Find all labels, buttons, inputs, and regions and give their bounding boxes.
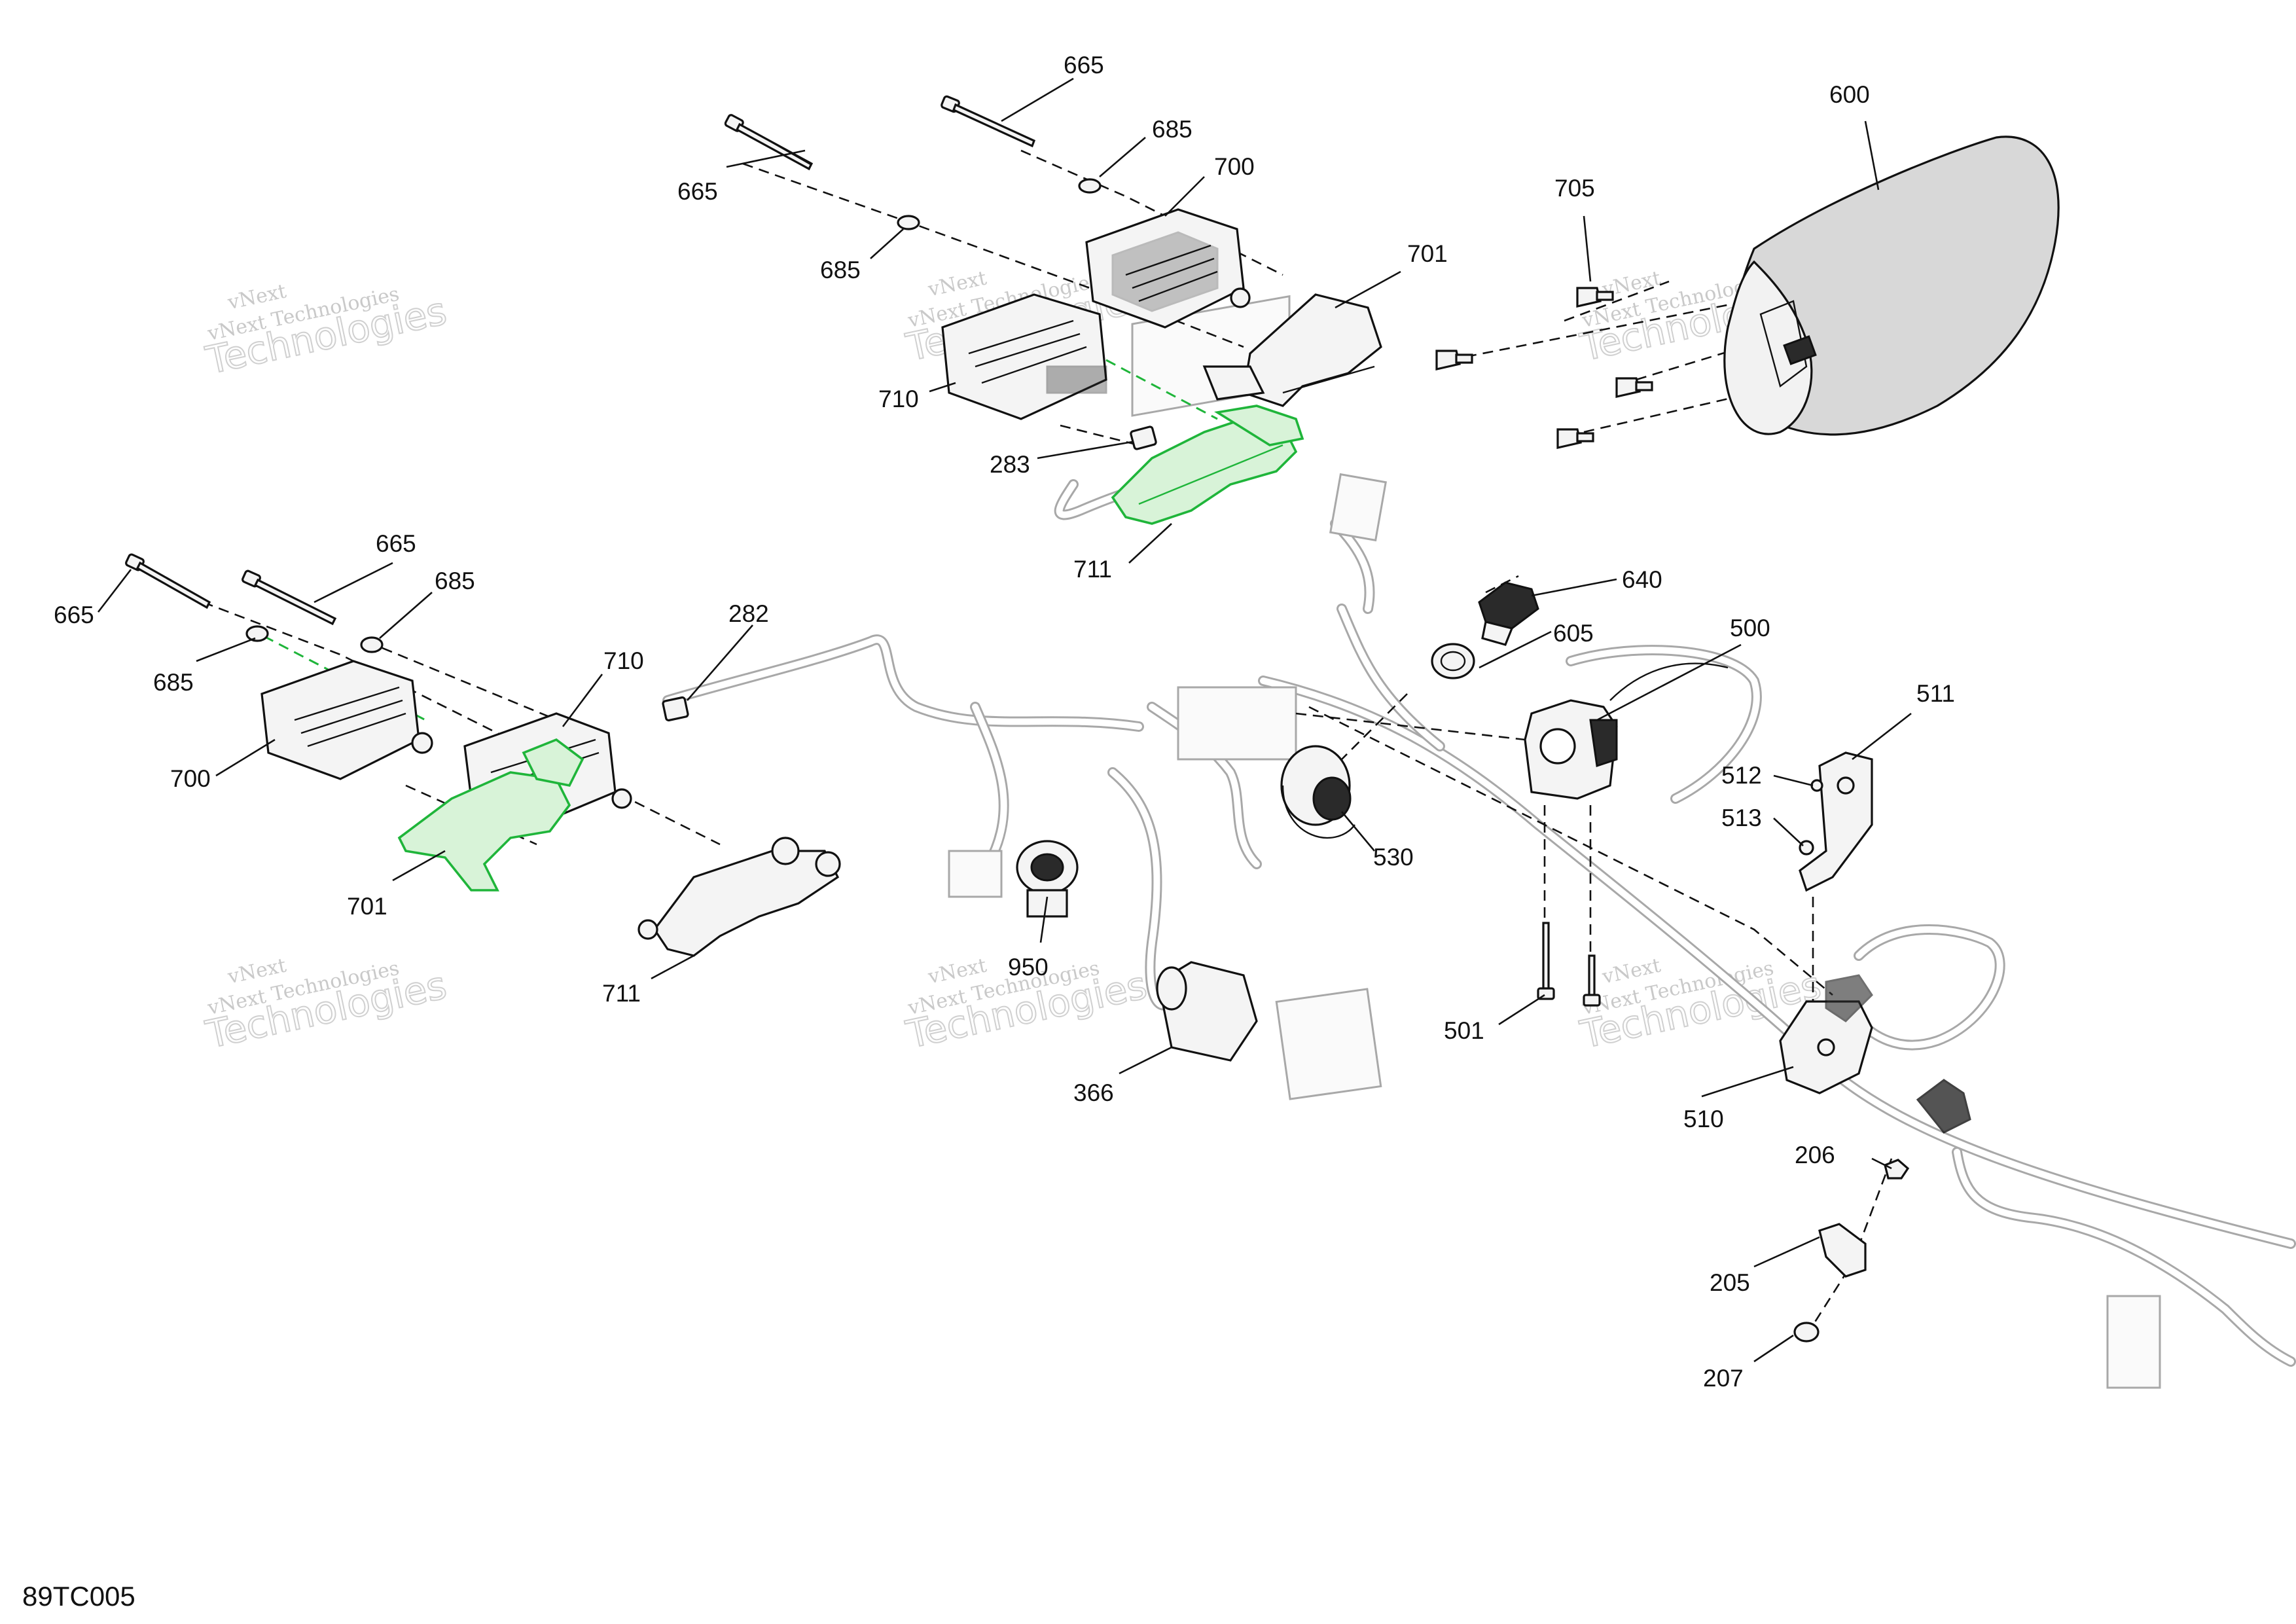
callout-label: 710	[878, 386, 919, 412]
watermark-4: vNext vNext Technologies Technologies	[201, 954, 451, 1057]
screws-501	[1537, 922, 1601, 1007]
bracket-711-left	[637, 837, 841, 957]
callout-label: 501	[1444, 1017, 1484, 1044]
nut-206	[1884, 1159, 1910, 1180]
callout-label: 510	[1683, 1106, 1724, 1132]
parts	[125, 95, 2060, 1343]
callout-label: 685	[1152, 116, 1193, 143]
bracket-701-top	[1202, 293, 1382, 407]
callout-label: 511	[1916, 680, 1955, 707]
outlet-950	[1016, 840, 1079, 918]
callout-labels: 665 665 685 685 700 701 710 283 711 600 …	[54, 52, 1955, 1392]
switch-640	[1478, 581, 1539, 646]
bracket-711-top	[1111, 405, 1304, 525]
callout-label: 700	[170, 765, 211, 792]
callout-label: 710	[603, 647, 644, 674]
washer-685-left	[245, 625, 269, 642]
connector-282	[662, 696, 689, 722]
callout-label: 600	[1829, 81, 1870, 108]
bolt-665-left	[125, 553, 211, 609]
callout-label: 205	[1710, 1269, 1750, 1296]
callout-label: 500	[1730, 615, 1770, 641]
washer-685-top-left	[897, 215, 920, 230]
bracket-511	[1799, 751, 1873, 892]
callout-label: 700	[1214, 153, 1255, 180]
callout-label: 512	[1721, 762, 1762, 789]
ring-605	[1431, 643, 1475, 679]
callout-label: 640	[1622, 566, 1662, 593]
callout-label: 207	[1703, 1365, 1744, 1392]
display-600	[1723, 135, 2060, 436]
callout-label: 605	[1553, 620, 1594, 647]
screws-705	[1435, 287, 1653, 450]
switch-500	[1524, 662, 1729, 800]
callout-label: 282	[728, 600, 769, 627]
wiring-harness	[662, 295, 2296, 1389]
callout-label: 685	[153, 669, 194, 696]
callout-label: 665	[54, 602, 94, 628]
washer-513	[1799, 840, 1814, 856]
bolt-665-top-left	[724, 114, 814, 171]
clip-205	[1818, 1223, 1867, 1278]
callout-label: 665	[376, 530, 416, 557]
watermark-1: vNext vNext Technologies Technologies	[201, 280, 451, 383]
bracket-701-left	[397, 738, 584, 892]
washer-207	[1793, 1322, 1820, 1343]
callout-label: 206	[1795, 1142, 1835, 1168]
sensor-530	[1280, 745, 1355, 839]
leader-lines	[97, 77, 1912, 1363]
module-700-top	[1085, 208, 1251, 329]
callout-label: 665	[1064, 52, 1104, 79]
callout-label: 711	[1073, 556, 1112, 583]
callout-label: 665	[677, 178, 718, 205]
callout-label: 711	[602, 980, 641, 1007]
callout-label: 701	[1407, 240, 1448, 267]
connector-283	[1130, 425, 1157, 450]
callout-label: 701	[347, 893, 387, 920]
callout-label: 685	[820, 257, 861, 283]
callout-label: 530	[1373, 844, 1414, 871]
module-510	[1779, 974, 1873, 1094]
callout-label: 950	[1008, 954, 1049, 981]
module-710-top	[941, 293, 1107, 420]
callout-label: 513	[1721, 804, 1762, 831]
diagram-code: 89TC005	[22, 1581, 135, 1612]
screw-512	[1810, 779, 1823, 792]
washer-685-top	[1078, 178, 1102, 194]
callout-label: 283	[990, 451, 1030, 478]
callout-label: 705	[1554, 175, 1595, 202]
callout-label: 685	[435, 568, 475, 594]
washer-685-left-2	[360, 636, 384, 653]
connector-right	[1916, 1079, 1971, 1134]
bolt-665-left-2	[242, 569, 337, 626]
connector-366	[1156, 961, 1258, 1062]
watermark-5: vNext vNext Technologies Technologies	[901, 954, 1151, 1057]
module-700-left	[260, 660, 433, 780]
bolt-665-top	[941, 95, 1036, 148]
callout-label: 366	[1073, 1079, 1114, 1106]
